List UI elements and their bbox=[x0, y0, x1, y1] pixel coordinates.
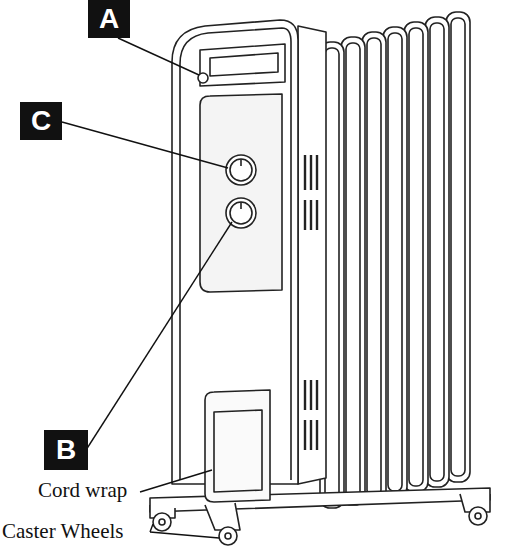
callout-letter: B bbox=[56, 434, 76, 466]
body bbox=[172, 20, 326, 502]
callout-box: C bbox=[20, 102, 62, 140]
part-label: Cord wrap bbox=[38, 478, 127, 503]
part-label: Caster Wheels bbox=[2, 519, 124, 544]
base bbox=[150, 488, 490, 545]
callout-box: A bbox=[88, 0, 130, 38]
fins bbox=[320, 12, 470, 508]
callout-letter: C bbox=[31, 105, 51, 137]
callout-box: B bbox=[44, 430, 88, 470]
callout-letter: A bbox=[99, 3, 119, 35]
